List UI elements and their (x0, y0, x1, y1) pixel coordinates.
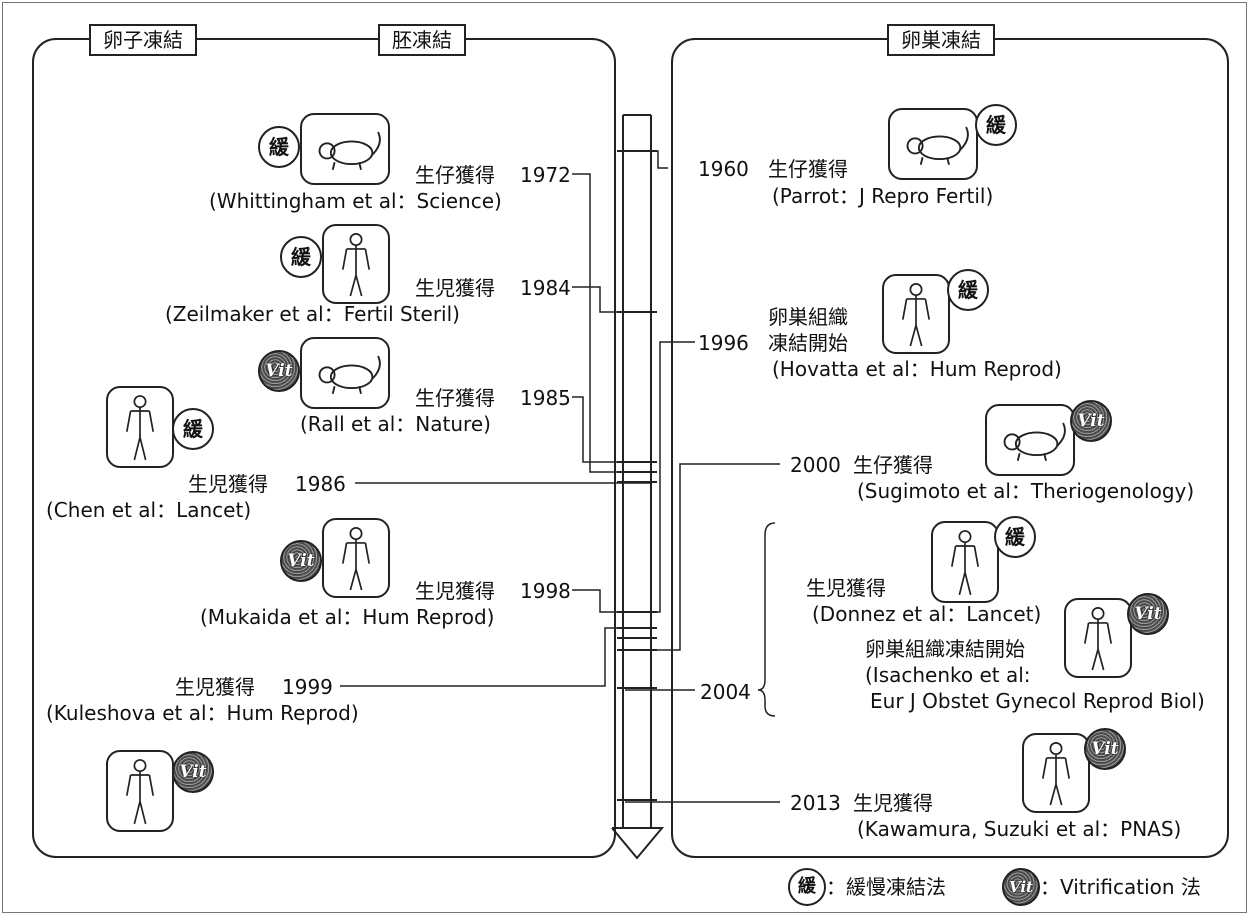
event-1984-ref: (Zeilmaker et al：Fertil Steril) (165, 302, 460, 326)
event-1960-label: 生仔獲得 (768, 157, 848, 181)
event-1986-year: 1986 (295, 472, 346, 496)
event-2004-label-b: 卵巣組織凍結開始 (865, 637, 1025, 661)
slow-badge-1984: 緩 (280, 236, 322, 278)
event-1999-label: 生児獲得 (175, 675, 255, 699)
event-1972-label: 生仔獲得 (415, 163, 495, 187)
legend-slow-badge: 緩 (788, 868, 826, 906)
vit-badge-2004b: Vit (1127, 593, 1169, 635)
right-connectors (625, 151, 780, 802)
vit-badge-2000: Vit (1070, 400, 1112, 442)
mouse-icon-1985 (300, 337, 390, 409)
human-icon-1996 (882, 274, 950, 354)
human-icon-1999 (106, 750, 174, 832)
legend-vit-desc: ：Vitrification 法 (1040, 875, 1201, 899)
human-icon-2004b (1064, 598, 1132, 678)
event-1996-year: 1996 (698, 331, 749, 355)
event-1985-label: 生仔獲得 (415, 386, 495, 410)
brace-2004 (758, 523, 775, 716)
event-2013-label: 生児獲得 (853, 791, 933, 815)
event-2000-label: 生仔獲得 (853, 453, 933, 477)
event-2000-ref: (Sugimoto et al：Theriogenology) (857, 479, 1194, 503)
slow-badge-1972: 緩 (258, 126, 300, 168)
legend-slow-desc: ：緩慢凍結法 (826, 875, 946, 899)
event-2000-year: 2000 (790, 453, 841, 477)
event-1984-year: 1984 (520, 276, 571, 300)
event-2004-ref-b-1: (Isachenko et al: (865, 663, 1031, 687)
event-2013-year: 2013 (790, 791, 841, 815)
event-1960-ref: (Parrot：J Repro Fertil) (772, 184, 993, 208)
event-1972-ref: (Whittingham et al：Science) (209, 189, 502, 213)
vit-badge-1999: Vit (172, 751, 214, 793)
event-1984-label: 生児獲得 (415, 276, 495, 300)
event-1998-ref: (Mukaida et al：Hum Reprod) (200, 605, 494, 629)
event-1999-year: 1999 (282, 675, 333, 699)
event-2004-year: 2004 (700, 680, 751, 704)
timeline-arrow (612, 115, 662, 858)
event-1999-ref: (Kuleshova et al：Hum Reprod) (46, 701, 359, 725)
slow-badge-1960: 緩 (975, 104, 1017, 146)
legend-vit-badge: Vit (1002, 868, 1040, 906)
event-1996-ref: (Hovatta et al：Hum Reprod) (772, 357, 1062, 381)
slow-badge-1996: 緩 (947, 269, 989, 311)
vit-badge-1998: Vit (280, 540, 322, 582)
mouse-icon-2000 (985, 404, 1075, 476)
vit-badge-1985: Vit (258, 350, 300, 392)
mouse-icon-1960 (888, 108, 978, 180)
human-icon-1984 (322, 224, 390, 304)
event-1986-ref: (Chen et al：Lancet) (46, 498, 251, 522)
event-1985-year: 1985 (520, 386, 571, 410)
event-1960-year: 1960 (698, 157, 749, 181)
event-1972-year: 1972 (520, 163, 571, 187)
event-2013-ref: (Kawamura, Suzuki et al：PNAS) (857, 817, 1181, 841)
human-icon-2013 (1022, 733, 1090, 813)
slow-badge-1986: 緩 (172, 408, 214, 450)
event-1996-label-1: 卵巣組織 (768, 305, 848, 329)
event-1986-label: 生児獲得 (188, 472, 268, 496)
event-2004-ref-b-2: Eur J Obstet Gynecol Reprod Biol) (870, 689, 1205, 713)
slow-badge-2004a: 緩 (994, 516, 1036, 558)
human-icon-2004a (931, 521, 999, 603)
event-1998-year: 1998 (520, 579, 571, 603)
human-icon-1986 (106, 386, 174, 468)
event-2004-ref-a: (Donnez et al：Lancet) (812, 602, 1041, 626)
mouse-icon-1972 (300, 113, 390, 185)
event-1985-ref: (Rall et al：Nature) (300, 412, 491, 436)
event-1996-label-2: 凍結開始 (768, 331, 848, 355)
event-2004-label-a: 生児獲得 (806, 576, 886, 600)
vit-badge-2013: Vit (1084, 728, 1126, 770)
event-1998-label: 生児獲得 (415, 579, 495, 603)
human-icon-1998 (322, 518, 390, 598)
